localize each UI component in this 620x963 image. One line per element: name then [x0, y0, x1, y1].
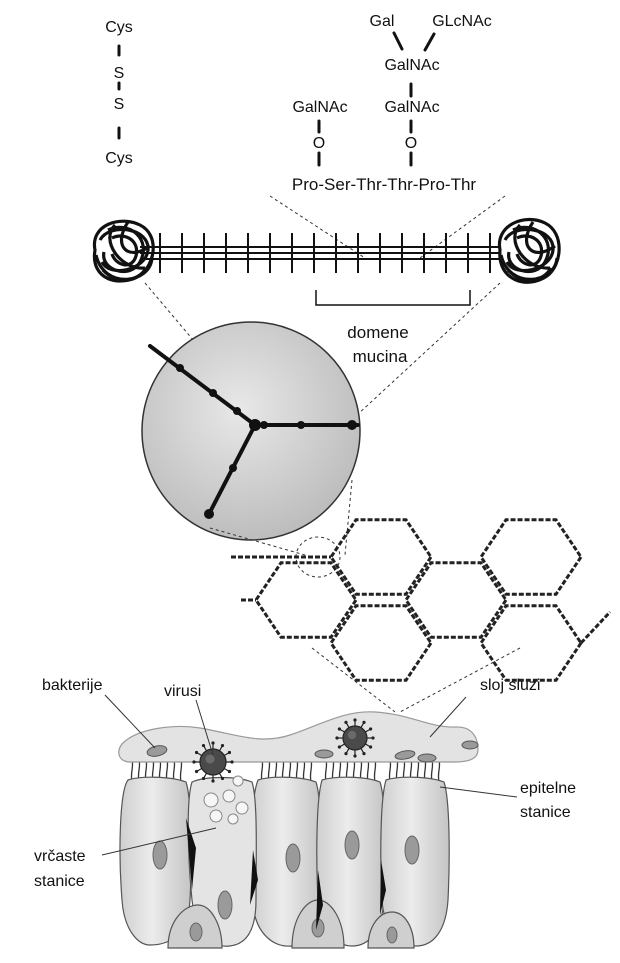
virus-spike-tip: [195, 770, 198, 773]
virus-spike-tip: [228, 751, 231, 754]
mucin-backbone: [140, 233, 500, 273]
peptide-sequence-label: Pro-Ser-Thr-Thr-Pro-Thr: [292, 175, 476, 195]
epitelne-label: epitelne: [520, 780, 576, 798]
virus-spike-tip: [344, 752, 347, 755]
oxygen-right-label: O: [405, 135, 417, 153]
virus-spike-tip: [369, 745, 372, 748]
globular-domain-right: [499, 219, 559, 282]
virus-core: [205, 754, 214, 763]
virus-spike-tip: [344, 721, 347, 724]
magnifier-circle: [142, 322, 360, 540]
virus-spike-tip: [230, 760, 233, 763]
zoom-lines-top: [270, 196, 505, 258]
galnac-right-label: GalNAc: [384, 99, 439, 117]
virus-spike-tip: [371, 736, 374, 739]
virus-spike-tip: [192, 760, 195, 763]
virus-spike-tip: [211, 741, 214, 744]
virusi-label: virusi: [164, 683, 201, 701]
network-strand: [581, 612, 610, 643]
virus-spike-tip: [221, 777, 224, 780]
virus-spike-tip: [362, 752, 365, 755]
vrcaste-label: vrčaste: [34, 848, 86, 866]
virus-spike-tip: [202, 744, 205, 747]
virus-spike-tip: [221, 744, 224, 747]
glcnac-label: GLcNAc: [432, 13, 492, 31]
galnac-left-label: GalNAc: [292, 99, 347, 117]
gal-label: Gal: [370, 13, 395, 31]
oxygen-left-label: O: [313, 135, 325, 153]
domene-label: domene: [347, 323, 408, 343]
virus-spike-tip: [338, 745, 341, 748]
virus-spike-tip: [228, 770, 231, 773]
virus-spike-tip: [211, 779, 214, 782]
virus-spike-tip: [353, 718, 356, 721]
mucin-network: [231, 520, 610, 680]
network-cell: [481, 606, 581, 680]
virus-body: [343, 726, 367, 750]
mucina-label: mucina: [353, 347, 408, 367]
mucin-domain-bracket: [316, 290, 470, 305]
cilium: [310, 760, 311, 782]
epithelium: [120, 760, 449, 948]
stanice-right-label: stanice: [520, 804, 571, 822]
virus-spike-tip: [202, 777, 205, 780]
cys-top-label: Cys: [105, 19, 133, 37]
galnac-center-label: GalNAc: [384, 57, 439, 75]
mucus-layer: [119, 712, 478, 762]
cilium: [180, 760, 181, 782]
stanice-left-label: stanice: [34, 873, 85, 891]
sulfur-label-2: S: [114, 96, 125, 114]
bakterije-label: bakterije: [42, 677, 102, 695]
globular-domain-left: [94, 221, 153, 281]
cilium: [438, 760, 439, 782]
virus-spike-tip: [335, 736, 338, 739]
sulfur-label-1: S: [114, 65, 125, 83]
virus-spike-tip: [362, 721, 365, 724]
virus-spike-tip: [195, 751, 198, 754]
sloj-sluzi-label: sloj sluzi: [480, 677, 540, 695]
cys-bottom-label: Cys: [105, 150, 133, 168]
virus-spike-tip: [338, 727, 341, 730]
virus-spike-tip: [353, 754, 356, 757]
virus-spike-tip: [369, 727, 372, 730]
cilium: [374, 760, 375, 782]
virus-core: [348, 731, 356, 739]
